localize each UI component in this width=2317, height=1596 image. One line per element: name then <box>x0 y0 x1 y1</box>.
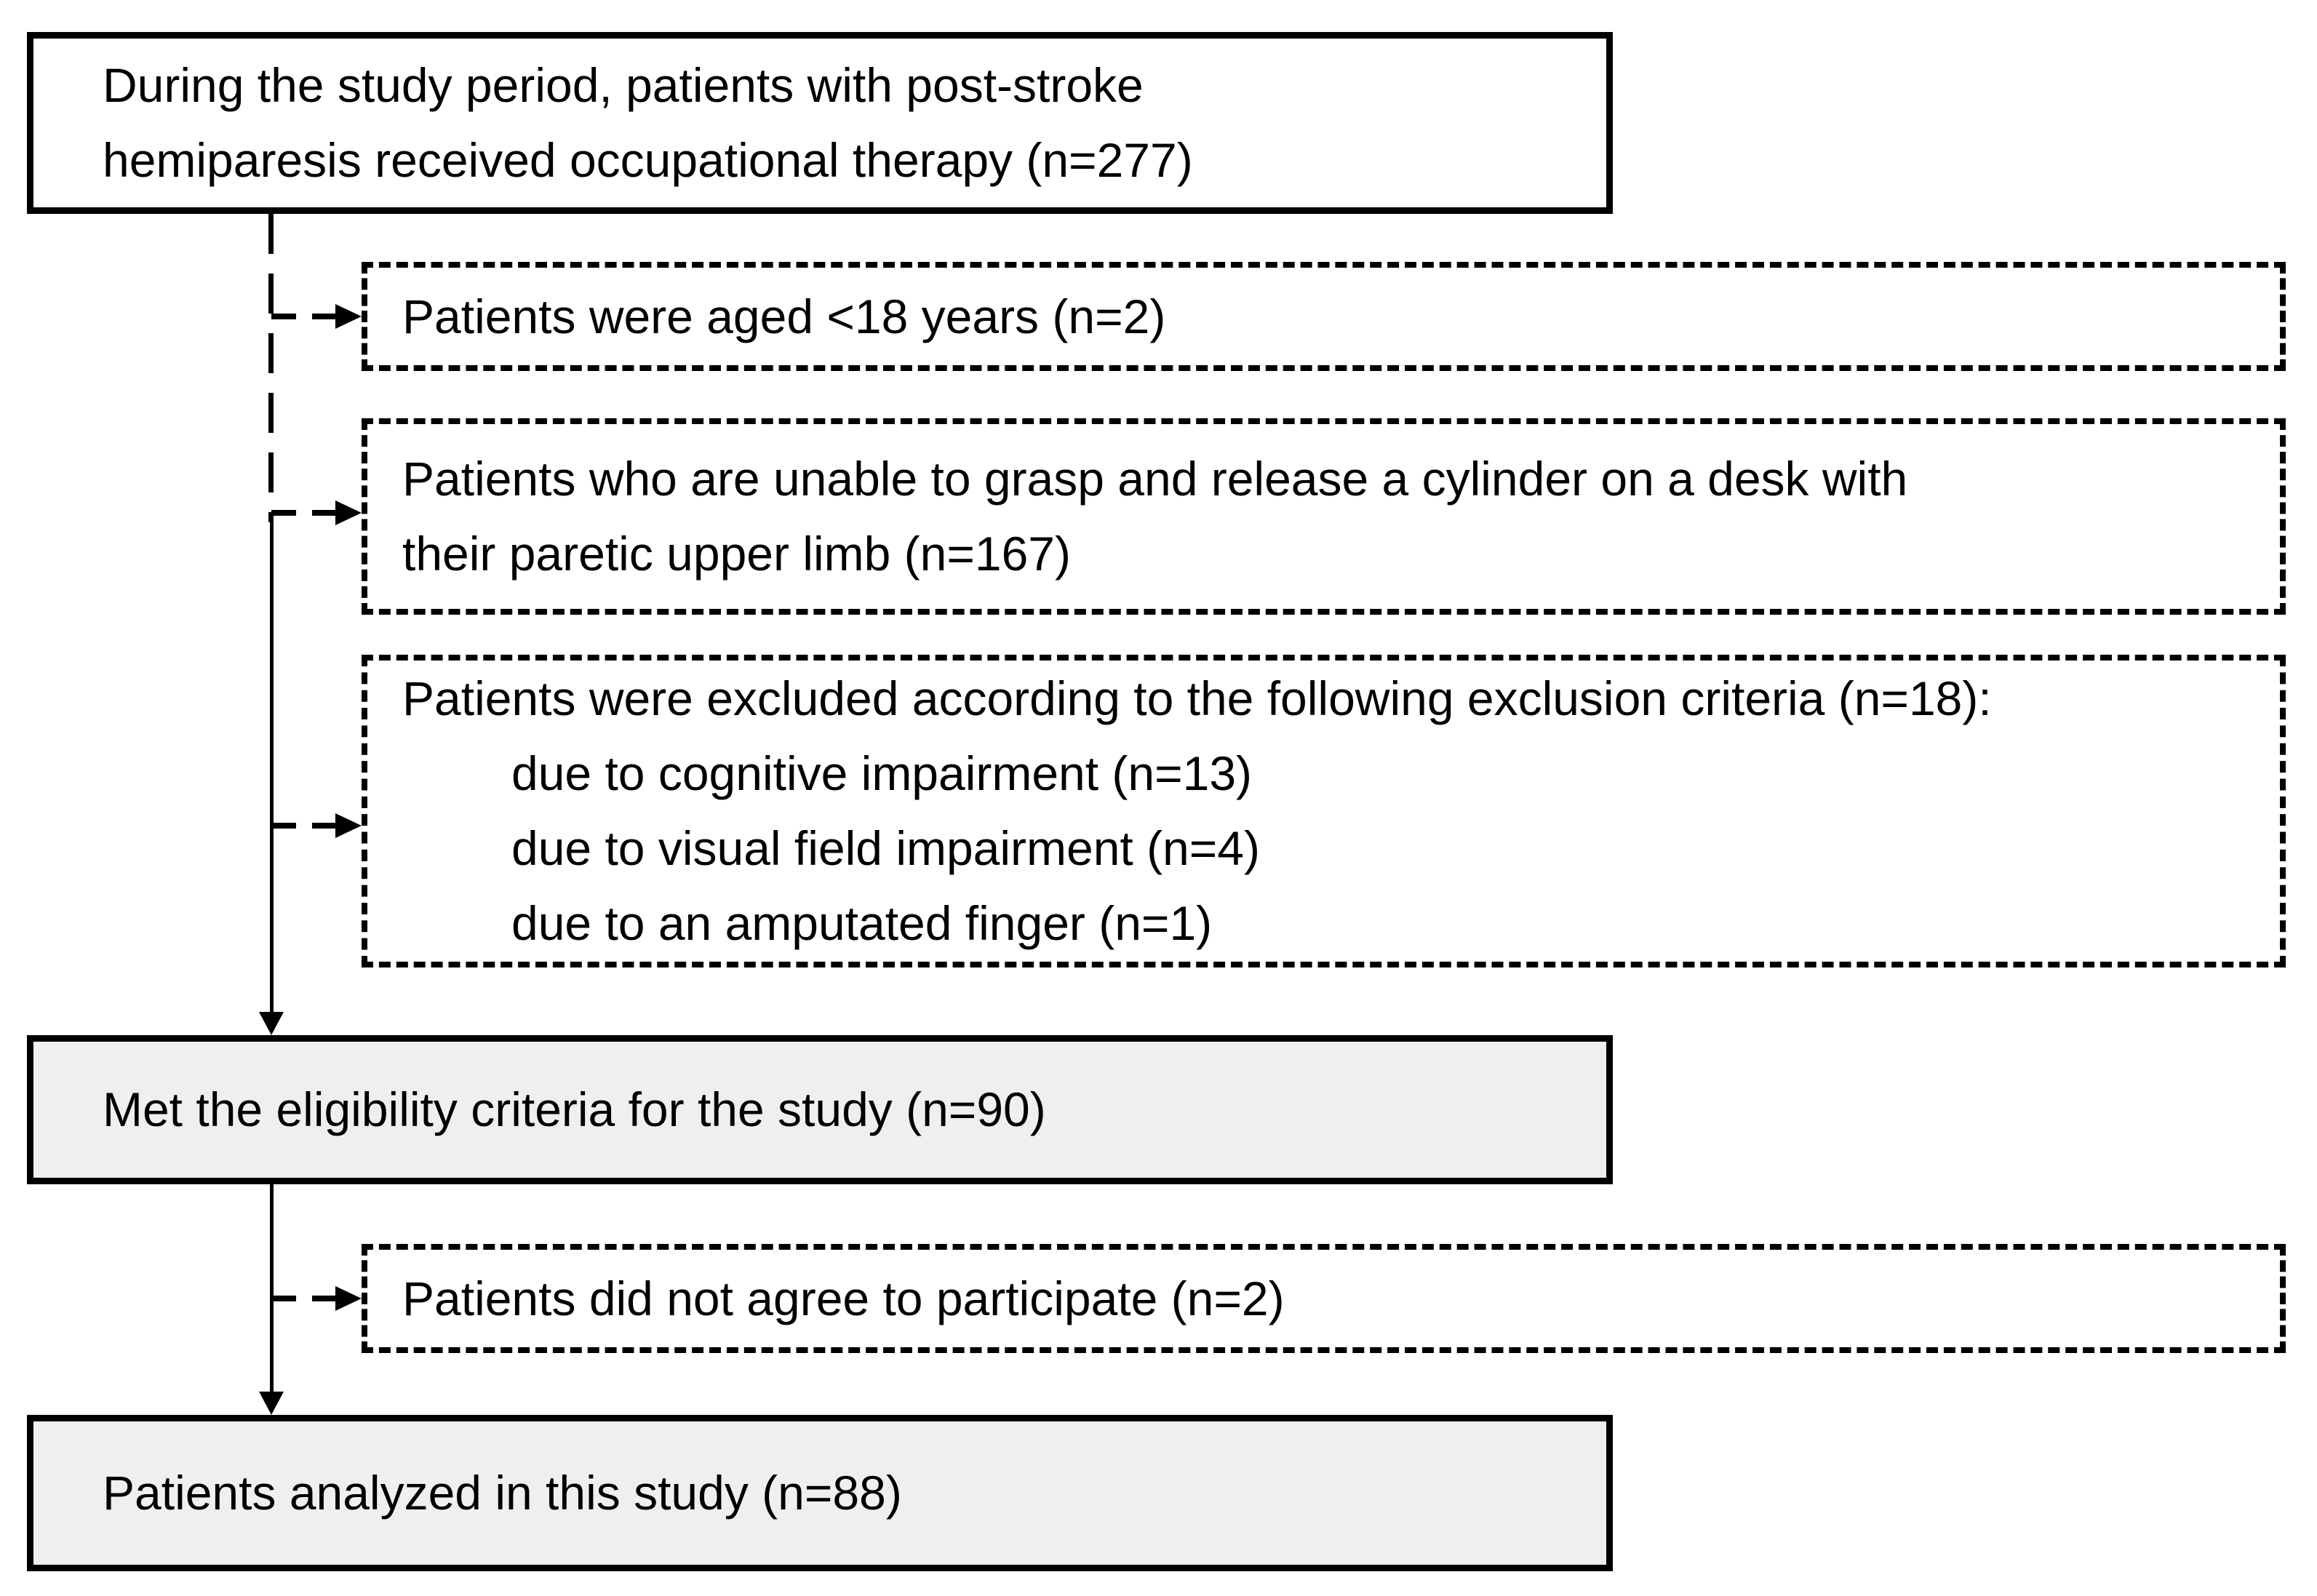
analyzed-label: Patients analyzed in this study (n=88) <box>103 1466 902 1520</box>
connector-second-vertical-solid <box>270 1184 274 1392</box>
branch-age-arrowhead <box>335 304 362 329</box>
node-enrolled-box: During the study period, patients with p… <box>27 32 1613 214</box>
excluded-criteria-item-1: due to cognitive impairment (n=13) <box>511 746 1253 800</box>
enrolled-line-2: hemiparesis received occupational therap… <box>103 133 1193 187</box>
excluded-criteria-item-3: due to an amputated finger (n=1) <box>511 896 1213 950</box>
node-excluded-criteria-box: Patients were excluded according to the … <box>362 655 2286 967</box>
branch-consent-arrowhead <box>335 1286 362 1311</box>
eligible-label: Met the eligibility criteria for the stu… <box>103 1082 1046 1136</box>
excluded-age-label: Patients were aged <18 years (n=2) <box>402 289 1166 343</box>
node-eligible-box: Met the eligibility criteria for the stu… <box>27 1035 1613 1184</box>
excluded-consent-label: Patients did not agree to participate (n… <box>402 1271 1285 1325</box>
connector-main-vertical-dashed-segment <box>268 214 274 522</box>
node-excluded-consent-box: Patients did not agree to participate (n… <box>362 1244 2286 1353</box>
node-excluded-grasp-box: Patients who are unable to grasp and rel… <box>362 418 2286 615</box>
branch-criteria-arrowhead <box>335 813 362 838</box>
branch-criteria-dashed-line <box>271 823 337 829</box>
connector-main-arrowhead-down <box>259 1012 284 1035</box>
enrolled-line-1: During the study period, patients with p… <box>103 58 1144 112</box>
branch-age-dashed-line <box>271 314 337 319</box>
excluded-criteria-item-2: due to visual field impairment (n=4) <box>511 821 1260 875</box>
connector-main-vertical-solid-segment <box>270 522 274 1015</box>
excluded-criteria-header: Patients were excluded according to the … <box>402 671 1992 725</box>
branch-grasp-arrowhead <box>335 500 362 525</box>
branch-grasp-dashed-line <box>271 510 337 516</box>
node-excluded-age-box: Patients were aged <18 years (n=2) <box>362 262 2286 371</box>
excluded-grasp-line-2: their paretic upper limb (n=167) <box>402 527 1071 580</box>
excluded-grasp-line-1: Patients who are unable to grasp and rel… <box>402 452 1908 506</box>
node-analyzed-box: Patients analyzed in this study (n=88) <box>27 1415 1613 1571</box>
branch-consent-dashed-line <box>271 1296 337 1301</box>
connector-second-arrowhead-down <box>259 1392 284 1415</box>
